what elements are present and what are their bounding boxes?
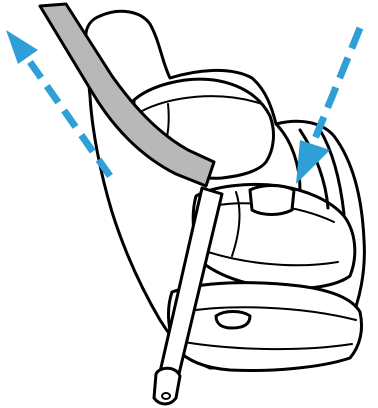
buckle-area: [250, 186, 294, 215]
belt-latch: [154, 368, 180, 404]
